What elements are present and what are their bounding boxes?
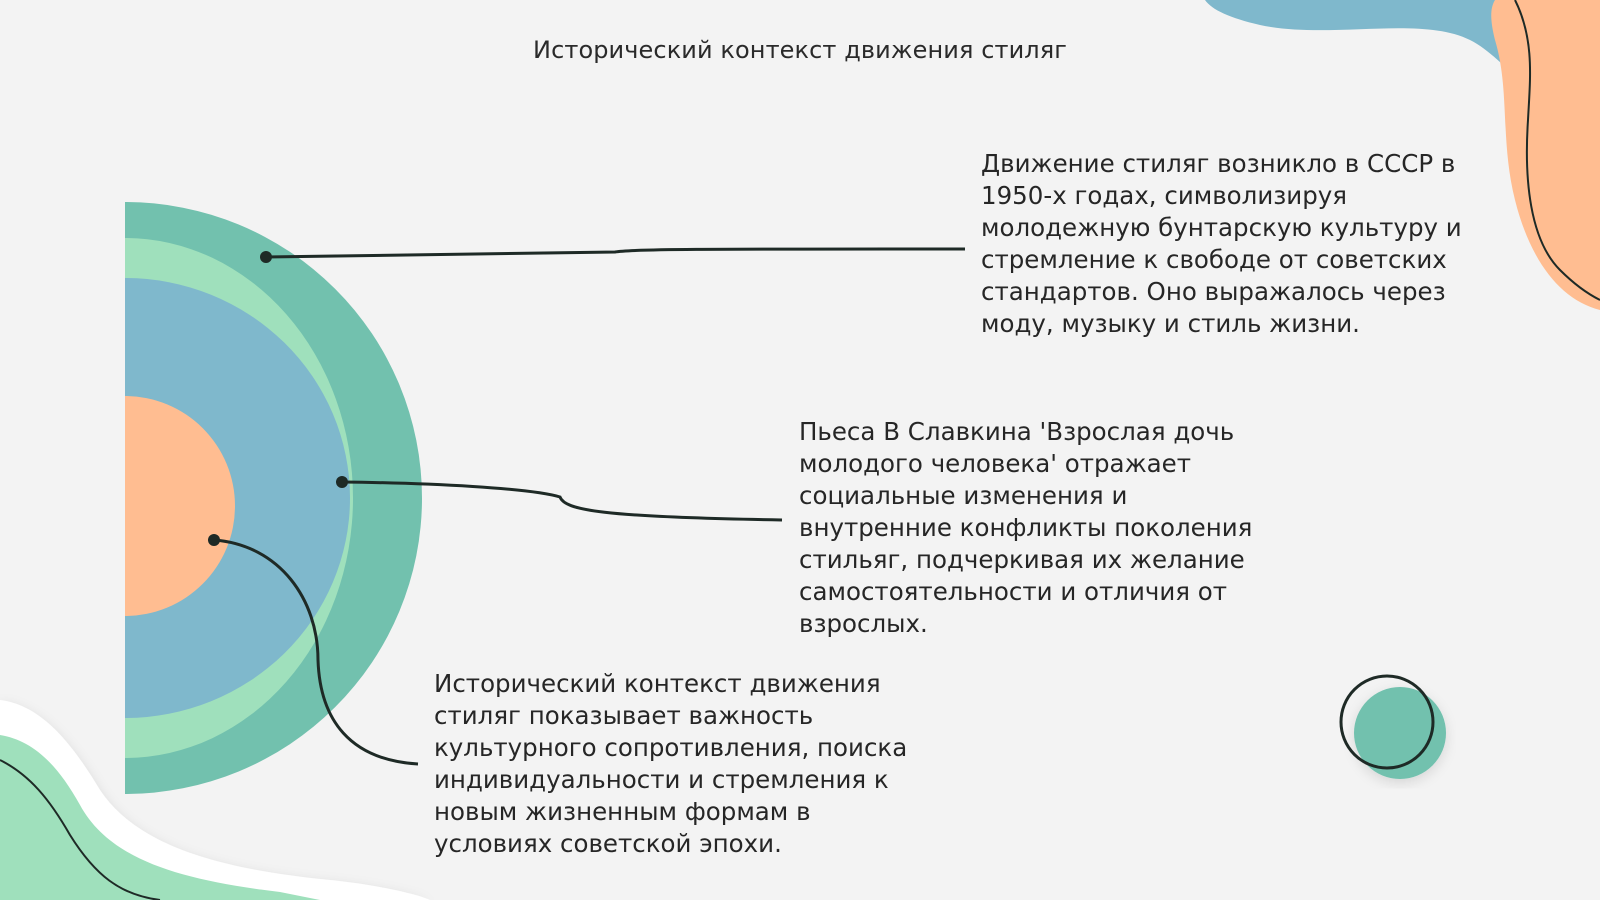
slide-title: Исторический контекст движения стиляг [533,36,1067,64]
connector-core [213,538,419,766]
decor-circle-filled [1354,687,1446,779]
point-text-middle: Пьеса В Славкина 'Взрослая дочь молодого… [799,417,1253,638]
connector-dot-core [208,534,220,546]
connector-middle [341,480,783,522]
connector-outer [265,247,966,259]
connector-dot-middle [336,476,348,488]
ring-core [125,396,235,616]
blob-orange-top-right [1491,0,1600,310]
blob-green-bottom-left [0,735,320,900]
blob-outline-top-right [1514,0,1600,301]
concentric-rings-diagram [125,202,422,794]
blob-outline-bottom-left [0,759,161,900]
connector-dot-outer [260,251,272,263]
ring-blue [125,278,350,718]
decor-circle-outline [1339,674,1435,770]
point-text-core: Исторический контекст движения стиляг по… [434,669,908,858]
point-text-outer: Движение стиляг возникло в СССР в 1950-х… [981,149,1462,338]
